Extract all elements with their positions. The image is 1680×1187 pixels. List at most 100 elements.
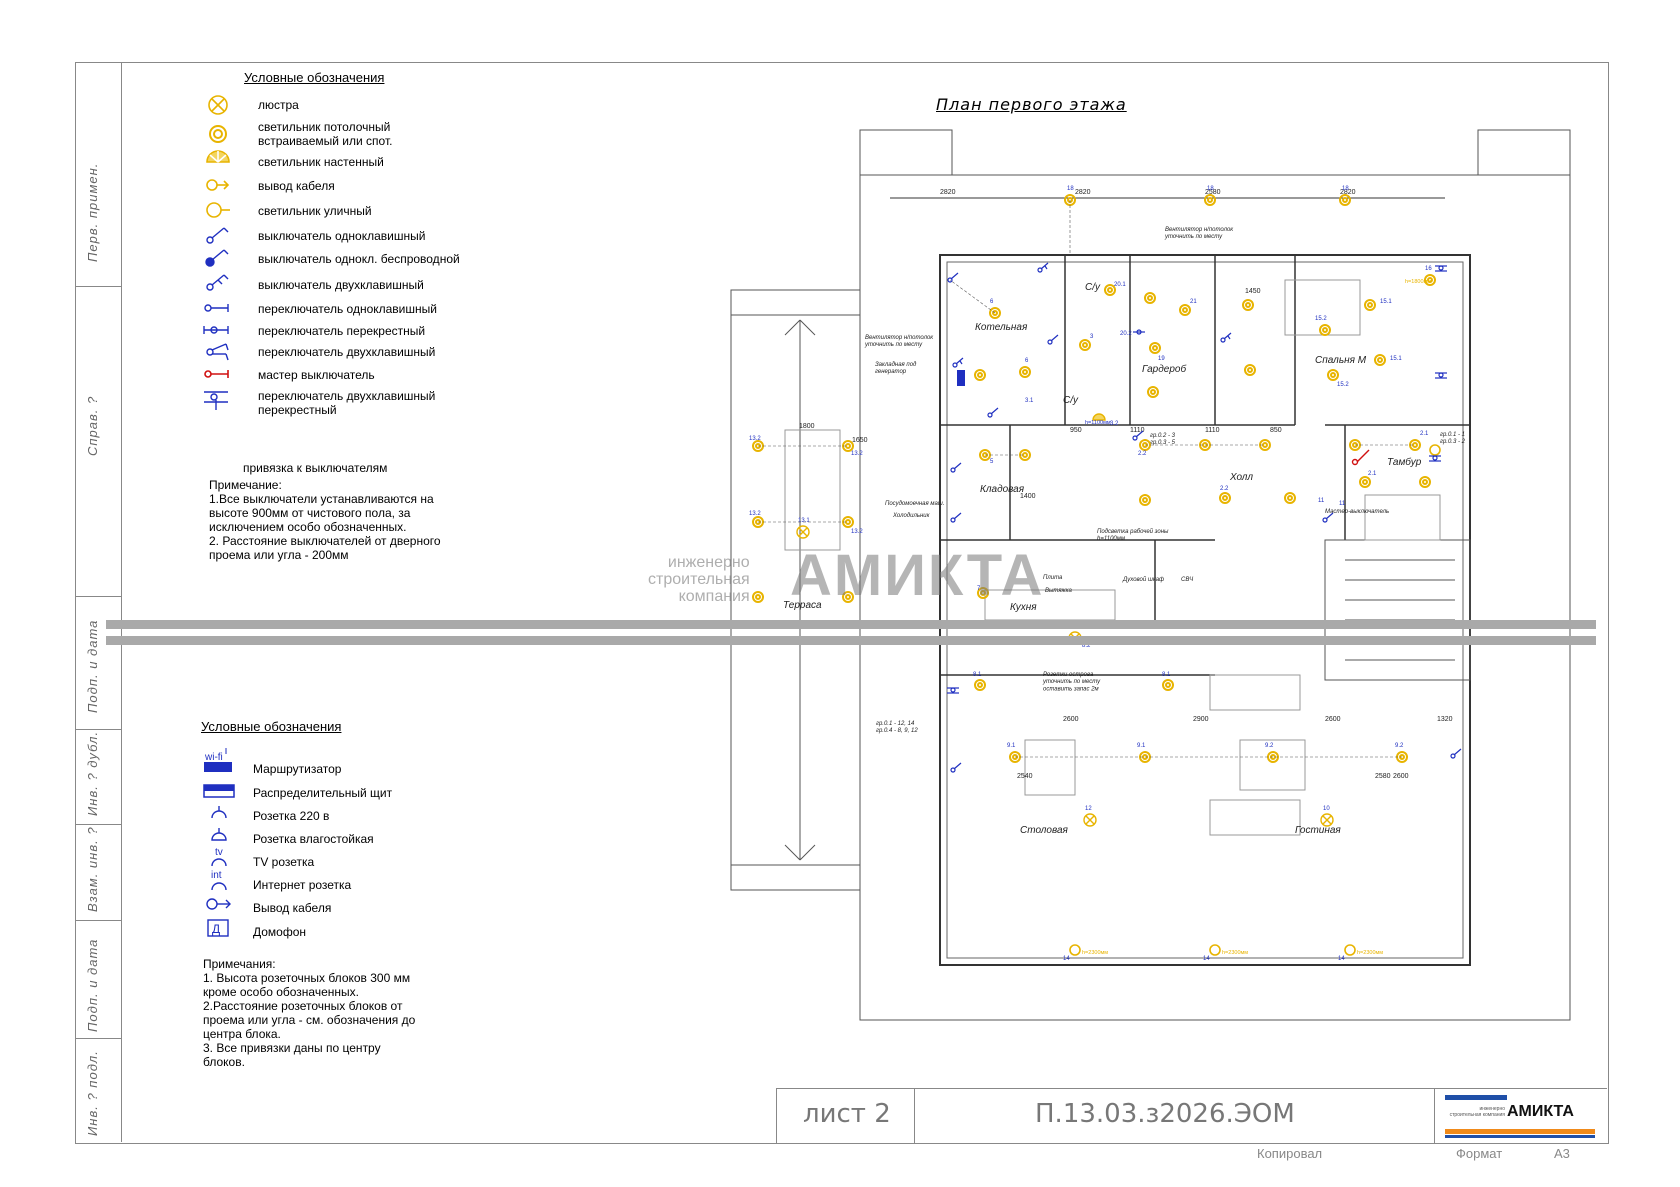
light-fixtures [752, 194, 1441, 956]
light-label: 9.1 [1007, 743, 1016, 749]
stamp-label: Подп. и дата [85, 938, 100, 1032]
recessed-light-icon [1374, 354, 1386, 366]
legend-label: светильник уличный [258, 204, 372, 218]
light-label: 18 [1342, 186, 1349, 192]
light-label: 20.1 [1114, 282, 1126, 288]
socket-icon [211, 806, 227, 819]
copied-label: Копировал [1257, 1146, 1323, 1161]
sheet-number-cell: лист 2 [776, 1089, 915, 1143]
toggle-double-cross-icon [1435, 265, 1447, 272]
svg-text:tv: tv [215, 847, 223, 858]
toggle-double-icon [950, 512, 962, 523]
switch-single-icon [987, 407, 999, 418]
light-label: 15.2 [1315, 316, 1327, 322]
light-label: 12 [1085, 806, 1092, 812]
dimension-labels: 2820 2820 2580 2820 1800 1650 2600 2900 … [799, 189, 1453, 780]
stamp-cell: Подп. и дата [75, 596, 121, 730]
stamp-cell: Инв. ? дубл. [75, 728, 121, 825]
recessed-light-icon [1179, 304, 1191, 316]
light-label: 19 [1158, 356, 1165, 362]
toggle-single-icon [204, 304, 229, 312]
dimension-label: 1110 [1130, 427, 1145, 434]
switch-single-icon [206, 227, 229, 244]
stamp-label: Инв. ? подл. [85, 1050, 100, 1136]
switch-single-icon [950, 762, 962, 773]
recessed-light-icon [974, 679, 986, 691]
recessed-light-icon [1364, 299, 1376, 311]
recessed-light-icon [1162, 679, 1174, 691]
room-label: Спальня М [1315, 355, 1367, 366]
light-label: 15.1 [1390, 356, 1402, 362]
divider-stripe [106, 636, 1596, 645]
recessed-light-icon [1424, 274, 1436, 286]
light-label: 18 [1207, 186, 1214, 192]
sheet-number: лист 2 [803, 1099, 891, 1129]
lighting-legend-title: Условные обозначения [244, 70, 385, 85]
divider-stripe [106, 620, 1596, 629]
watermark-brand: АМИКТА [790, 543, 1045, 608]
svg-text:wi-fi: wi-fi [204, 752, 223, 763]
tv-socket-icon: tv [211, 847, 227, 867]
recessed-light-icon [1319, 324, 1331, 336]
annotation: СВЧ [1181, 577, 1194, 583]
logo-tagline: инженерно строительная компания [1449, 1106, 1505, 1118]
switch-double-icon [1220, 332, 1232, 343]
toggle-double-cross-icon [1435, 372, 1447, 379]
legend-label: Распределительный щит [253, 786, 393, 800]
legend-label: Вывод кабеля [253, 901, 332, 915]
legend-label: переключатель двухклавишный [258, 345, 436, 359]
light-label: 8.2 [1082, 643, 1091, 649]
dimension-label: 2600 [1393, 773, 1409, 780]
light-label: 2.2 [1138, 451, 1147, 457]
recessed-light-icon [1147, 386, 1159, 398]
binding-note: привязка к выключателям [243, 461, 388, 475]
dimension-label: 950 [1070, 427, 1082, 434]
lighting-legend-symbols [203, 95, 230, 410]
street-light-icon [1209, 944, 1221, 956]
height-label: h=2300мм [1357, 950, 1383, 956]
annotation: Холодильник [892, 513, 931, 519]
power-legend-title: Условные обозначения [201, 719, 342, 734]
svg-text:int: int [211, 870, 222, 881]
room-label: Столовая [1020, 825, 1069, 836]
light-label: 13.1 [798, 518, 810, 524]
recessed-light-icon [1327, 369, 1339, 381]
room-label: Котельная [975, 322, 1028, 333]
switch-double-icon [952, 357, 964, 368]
dimension-label: 1400 [1020, 493, 1036, 500]
height-labels: h=2300мм h=2300мм h=2300мм h=1800мм h=11… [1082, 279, 1431, 956]
light-label: 15.2 [1337, 382, 1349, 388]
toggle-cross-icon [1133, 329, 1145, 335]
light-label: 6 [1025, 358, 1029, 364]
dimension-label: 2600 [1325, 716, 1341, 723]
room-label: Гардероб [1142, 363, 1186, 375]
recessed-light-icon [1144, 292, 1156, 304]
svg-text:Д: Д [212, 922, 220, 936]
dimension-label: 1650 [852, 437, 868, 444]
switch-double-icon [1037, 262, 1049, 273]
stamp-cell: Перв. примен. [75, 62, 121, 287]
chandelier-icon [208, 95, 228, 115]
title-block: лист 2 П.13.03.з2026.ЭОМ АМИКТА инженерн… [776, 1088, 1607, 1143]
recessed-light-icon [1284, 492, 1296, 504]
light-label: 8.1 [973, 672, 982, 678]
power-notes: Примечания: 1. Высота розеточных блоков … [203, 957, 416, 1069]
switch-double-icon [206, 274, 229, 291]
toggle-double-icon [1322, 512, 1334, 523]
light-label: 8.1 [1162, 672, 1171, 678]
light-label: 11 [1339, 501, 1346, 507]
annotation: Посудомоечная маш. [885, 501, 944, 507]
light-label: 9.1 [1137, 743, 1146, 749]
cable-outlet-icon [206, 898, 231, 910]
recessed-light-icon [974, 369, 986, 381]
light-label: 13.2 [851, 529, 863, 535]
legend-label: Домофон [253, 925, 307, 939]
legend-label: Интернет розетка [253, 878, 352, 892]
recessed-light-icon [1104, 284, 1116, 296]
recessed-light-icon [752, 591, 764, 603]
format-value: А3 [1554, 1146, 1570, 1161]
chandelier-icon [1320, 813, 1334, 827]
drawing-sheet-frame [75, 62, 1609, 1144]
